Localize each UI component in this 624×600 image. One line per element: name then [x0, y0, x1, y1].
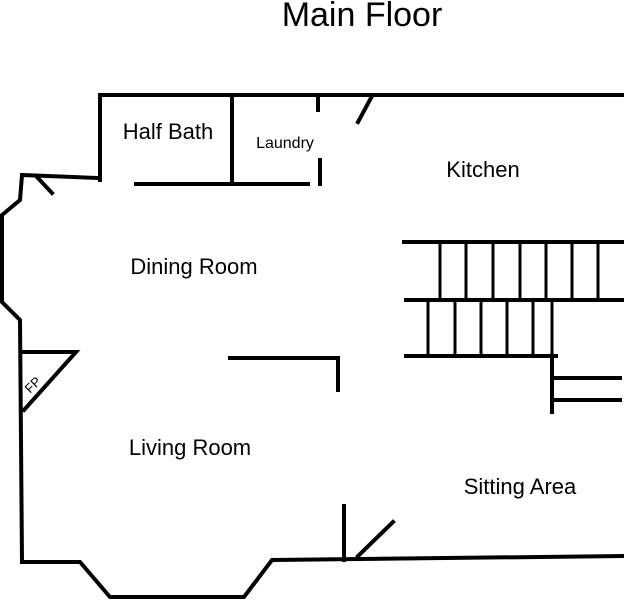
room-label-dining-room: Dining Room: [130, 254, 257, 279]
exterior-walls: [0, 93, 624, 599]
dining-living-divider: [228, 356, 340, 392]
room-labels: Half Bath Laundry Kitchen Dining Room Li…: [123, 119, 577, 499]
laundry-door-swing: [355, 93, 375, 125]
left-bay-wall: [0, 172, 101, 565]
top-wall: [98, 93, 624, 182]
upper-stair-treads: [438, 242, 600, 300]
room-label-laundry: Laundry: [256, 135, 314, 152]
front-door-swing: [355, 519, 396, 559]
corner-door-swing: [33, 173, 55, 196]
lower-stair-treads: [426, 300, 554, 356]
staircase: [402, 240, 624, 414]
fireplace: FP: [20, 350, 81, 413]
room-label-kitchen: Kitchen: [446, 157, 519, 182]
plan-title: Main Floor: [282, 0, 443, 34]
fireplace-shape: [20, 350, 81, 413]
room-label-half-bath: Half Bath: [123, 119, 214, 144]
bottom-wall: [20, 553, 624, 599]
room-label-living-room: Living Room: [129, 435, 251, 460]
interior-walls: [134, 93, 396, 562]
room-label-sitting-area: Sitting Area: [464, 474, 577, 499]
